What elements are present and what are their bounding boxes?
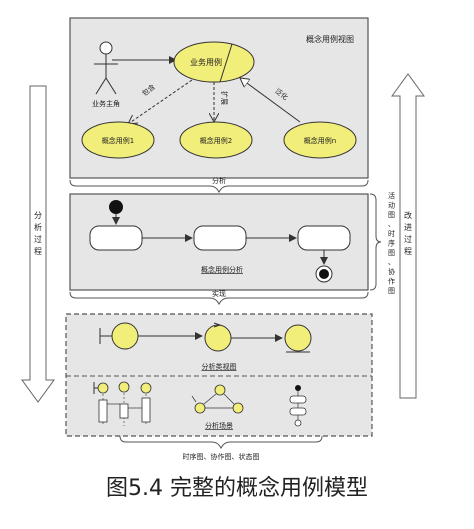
concept-usecase-2: [179, 121, 253, 159]
footer-bracket: [119, 435, 323, 450]
generalize-relation-line: [240, 78, 301, 123]
usecase-analysis-title: 概念用例分析: [201, 265, 243, 274]
diagram-footer-label: 时序图、协作图、状态图: [183, 452, 260, 461]
analysis-process-label: 分析过程: [34, 211, 42, 256]
improvement-process-arrow: [391, 73, 425, 399]
extend-label: 扩展: [220, 91, 229, 105]
concept-usecase-n: [283, 121, 357, 159]
usecase-view-title: 概念用例视图: [306, 34, 354, 44]
implement-bracket: [69, 291, 369, 306]
sequence-diagram-icon: [93, 381, 152, 426]
include-relation-line: [128, 79, 193, 124]
concept-usecase-1-label: 概念用例1: [102, 136, 134, 145]
activity-node-2: [193, 225, 247, 251]
boundary-class-icon: [99, 322, 139, 350]
business-usecase-slash: [219, 43, 233, 83]
diagram-types-bracket: [369, 193, 382, 291]
analysis-scenario-label: 分析场景: [205, 421, 233, 430]
actor-label: 业务主角: [92, 99, 120, 108]
analysis-label: 分析: [212, 176, 226, 185]
state-diagram-icon: [289, 385, 307, 427]
analysis-process-arrow: [21, 85, 55, 403]
improvement-process-label: 改进过程: [404, 210, 412, 256]
activity-node-3: [297, 225, 351, 251]
diagram-types-label: 活动图、时序图、协作图: [388, 191, 395, 295]
entity-class-icon: [284, 324, 312, 353]
activity-node-1: [89, 225, 143, 251]
implement-label: 实现: [212, 289, 226, 298]
business-actor-icon: [94, 41, 118, 95]
concept-usecase-1: [81, 121, 155, 159]
concept-usecase-n-label: 概念用例n: [304, 136, 336, 145]
concept-usecase-2-label: 概念用例2: [200, 136, 232, 145]
collaboration-diagram-icon: [191, 384, 244, 414]
analysis-class-view-label: 分析类视图: [202, 362, 237, 371]
start-node-icon: [109, 200, 123, 214]
end-node-inner: [319, 269, 329, 279]
business-usecase-label: 业务用例: [190, 57, 222, 67]
analysis-bracket: [69, 179, 369, 194]
figure-caption: 图5.4 完整的概念用例模型: [106, 476, 368, 501]
